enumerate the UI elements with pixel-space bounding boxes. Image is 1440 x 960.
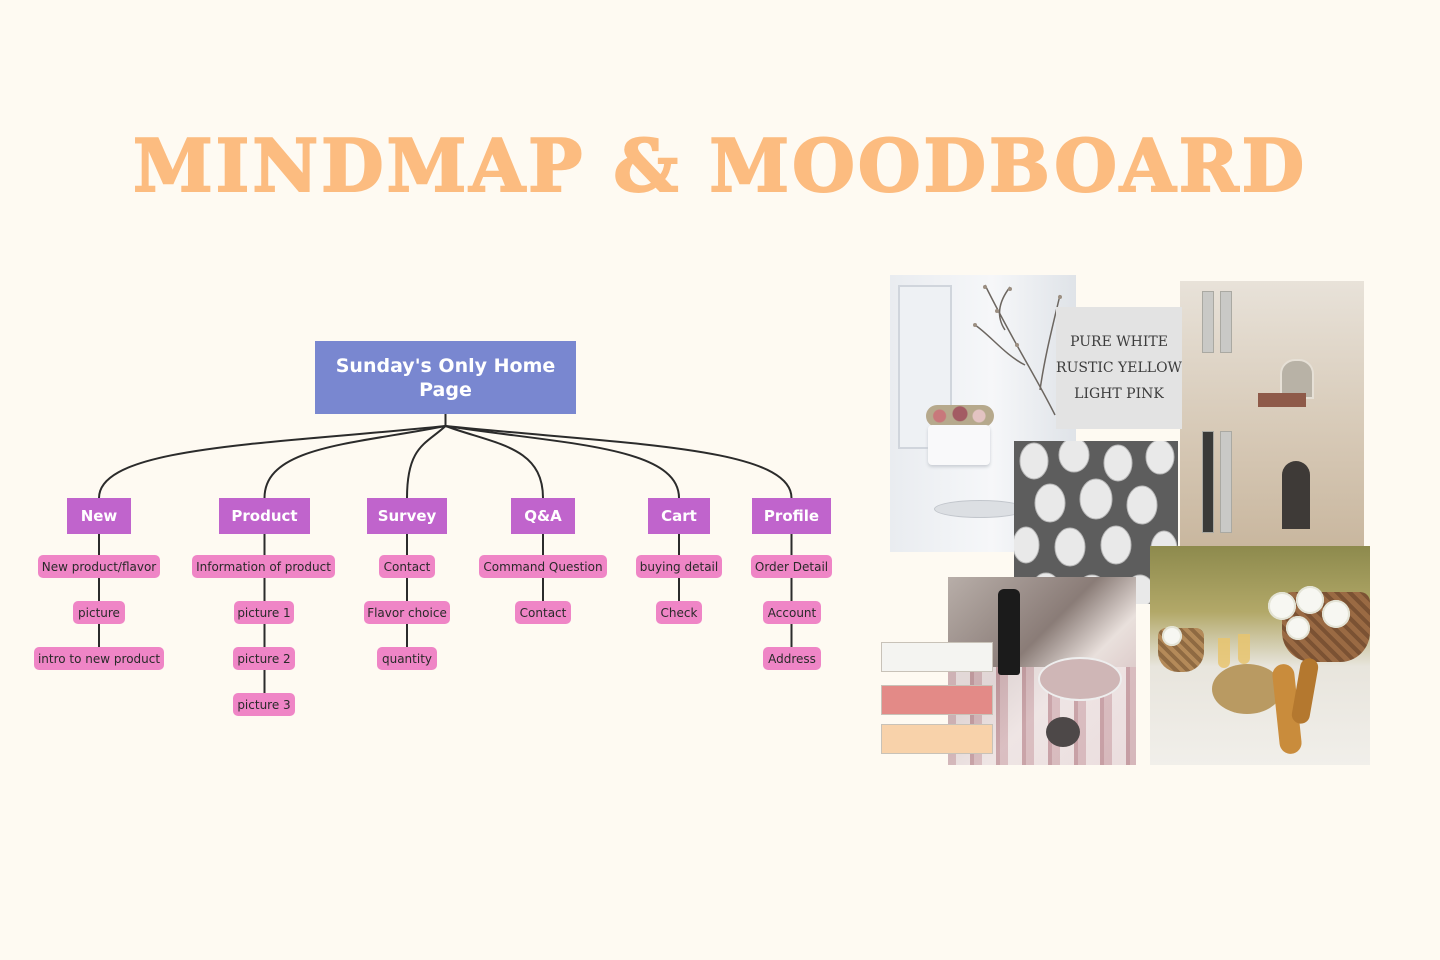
branches-shape bbox=[973, 284, 1062, 416]
hydrangea-shape bbox=[1162, 626, 1182, 646]
picnic-flowers-photo bbox=[1150, 546, 1370, 765]
cake-flowers-shape bbox=[926, 405, 994, 427]
leaf-profile-3: Address bbox=[763, 647, 821, 670]
palette-name-1: PURE WHITE bbox=[1070, 334, 1168, 350]
branch-connector-line bbox=[98, 425, 446, 499]
palette-name-2: RUSTIC YELLOW bbox=[1056, 360, 1182, 376]
leaf-new-3: intro to new product bbox=[34, 647, 164, 670]
leaf-product-3: picture 2 bbox=[233, 647, 295, 670]
leaf-qa-1: Command Question bbox=[479, 555, 607, 578]
page-title: MINDMAP & MOODBOARD bbox=[132, 122, 1308, 209]
branch-connector-line bbox=[406, 425, 447, 499]
leaf-survey-2: Flavor choice bbox=[364, 601, 450, 624]
branch-survey: Survey bbox=[367, 498, 447, 534]
branch-connector-line bbox=[263, 425, 446, 499]
branch-new: New bbox=[67, 498, 131, 534]
hydrangea-shape bbox=[1286, 616, 1310, 640]
mindmap-root-node: Sunday's Only Home Page bbox=[315, 341, 576, 414]
glass-shape bbox=[1218, 638, 1230, 668]
branch-qa: Q&A bbox=[511, 498, 575, 534]
leaf-cart-2: Check bbox=[656, 601, 702, 624]
branch-cart: Cart bbox=[648, 498, 710, 534]
hydrangea-shape bbox=[1268, 592, 1296, 620]
cake-stand-shape bbox=[934, 500, 1026, 518]
leaf-survey-3: quantity bbox=[377, 647, 437, 670]
branch-profile: Profile bbox=[752, 498, 831, 534]
color-swatch-pink bbox=[881, 685, 993, 715]
cup-shape bbox=[1046, 717, 1080, 747]
shutter-shape bbox=[1220, 431, 1232, 533]
mindmap-connectors bbox=[98, 414, 793, 693]
leaf-survey-1: Contact bbox=[379, 555, 435, 578]
leaf-product-1: Information of product bbox=[192, 555, 335, 578]
leaf-new-2: picture bbox=[73, 601, 125, 624]
balcony-flowers-shape bbox=[1258, 393, 1306, 407]
plate-shape bbox=[1038, 657, 1122, 701]
leaf-profile-1: Order Detail bbox=[751, 555, 832, 578]
palette-name-3: LIGHT PINK bbox=[1074, 386, 1164, 402]
leaf-product-4: picture 3 bbox=[233, 693, 295, 716]
wine-bottle-shape bbox=[998, 589, 1020, 675]
shutter-shape bbox=[1220, 291, 1232, 353]
branch-connector-line bbox=[445, 425, 793, 499]
window-shape bbox=[1280, 359, 1314, 399]
leaf-cart-1: buying detail bbox=[636, 555, 722, 578]
color-swatch-white bbox=[881, 642, 993, 672]
hydrangea-shape bbox=[1322, 600, 1350, 628]
hydrangea-shape bbox=[1296, 586, 1324, 614]
baguette-shape bbox=[1290, 656, 1320, 726]
palette-text-box: PURE WHITE RUSTIC YELLOW LIGHT PINK bbox=[1056, 307, 1182, 429]
leaf-product-2: picture 1 bbox=[234, 601, 294, 624]
shutter-shape bbox=[1202, 291, 1214, 353]
leaf-profile-2: Account bbox=[763, 601, 821, 624]
glass-shape bbox=[1238, 634, 1250, 664]
branch-product: Product bbox=[219, 498, 310, 534]
cheese-board-shape bbox=[1212, 664, 1282, 714]
leaf-qa-2: Contact bbox=[515, 601, 571, 624]
branch-connector-line bbox=[445, 425, 680, 499]
branch-connector-line bbox=[445, 425, 544, 499]
door-shape bbox=[1282, 461, 1310, 529]
color-swatch-peach bbox=[881, 724, 993, 754]
leaf-new-1: New product/flavor bbox=[38, 555, 160, 578]
building-photo bbox=[1180, 281, 1364, 546]
door-shape bbox=[1202, 431, 1214, 533]
cake-shape bbox=[928, 425, 990, 465]
mindmap: Sunday's Only Home Page New New product/… bbox=[34, 341, 832, 716]
